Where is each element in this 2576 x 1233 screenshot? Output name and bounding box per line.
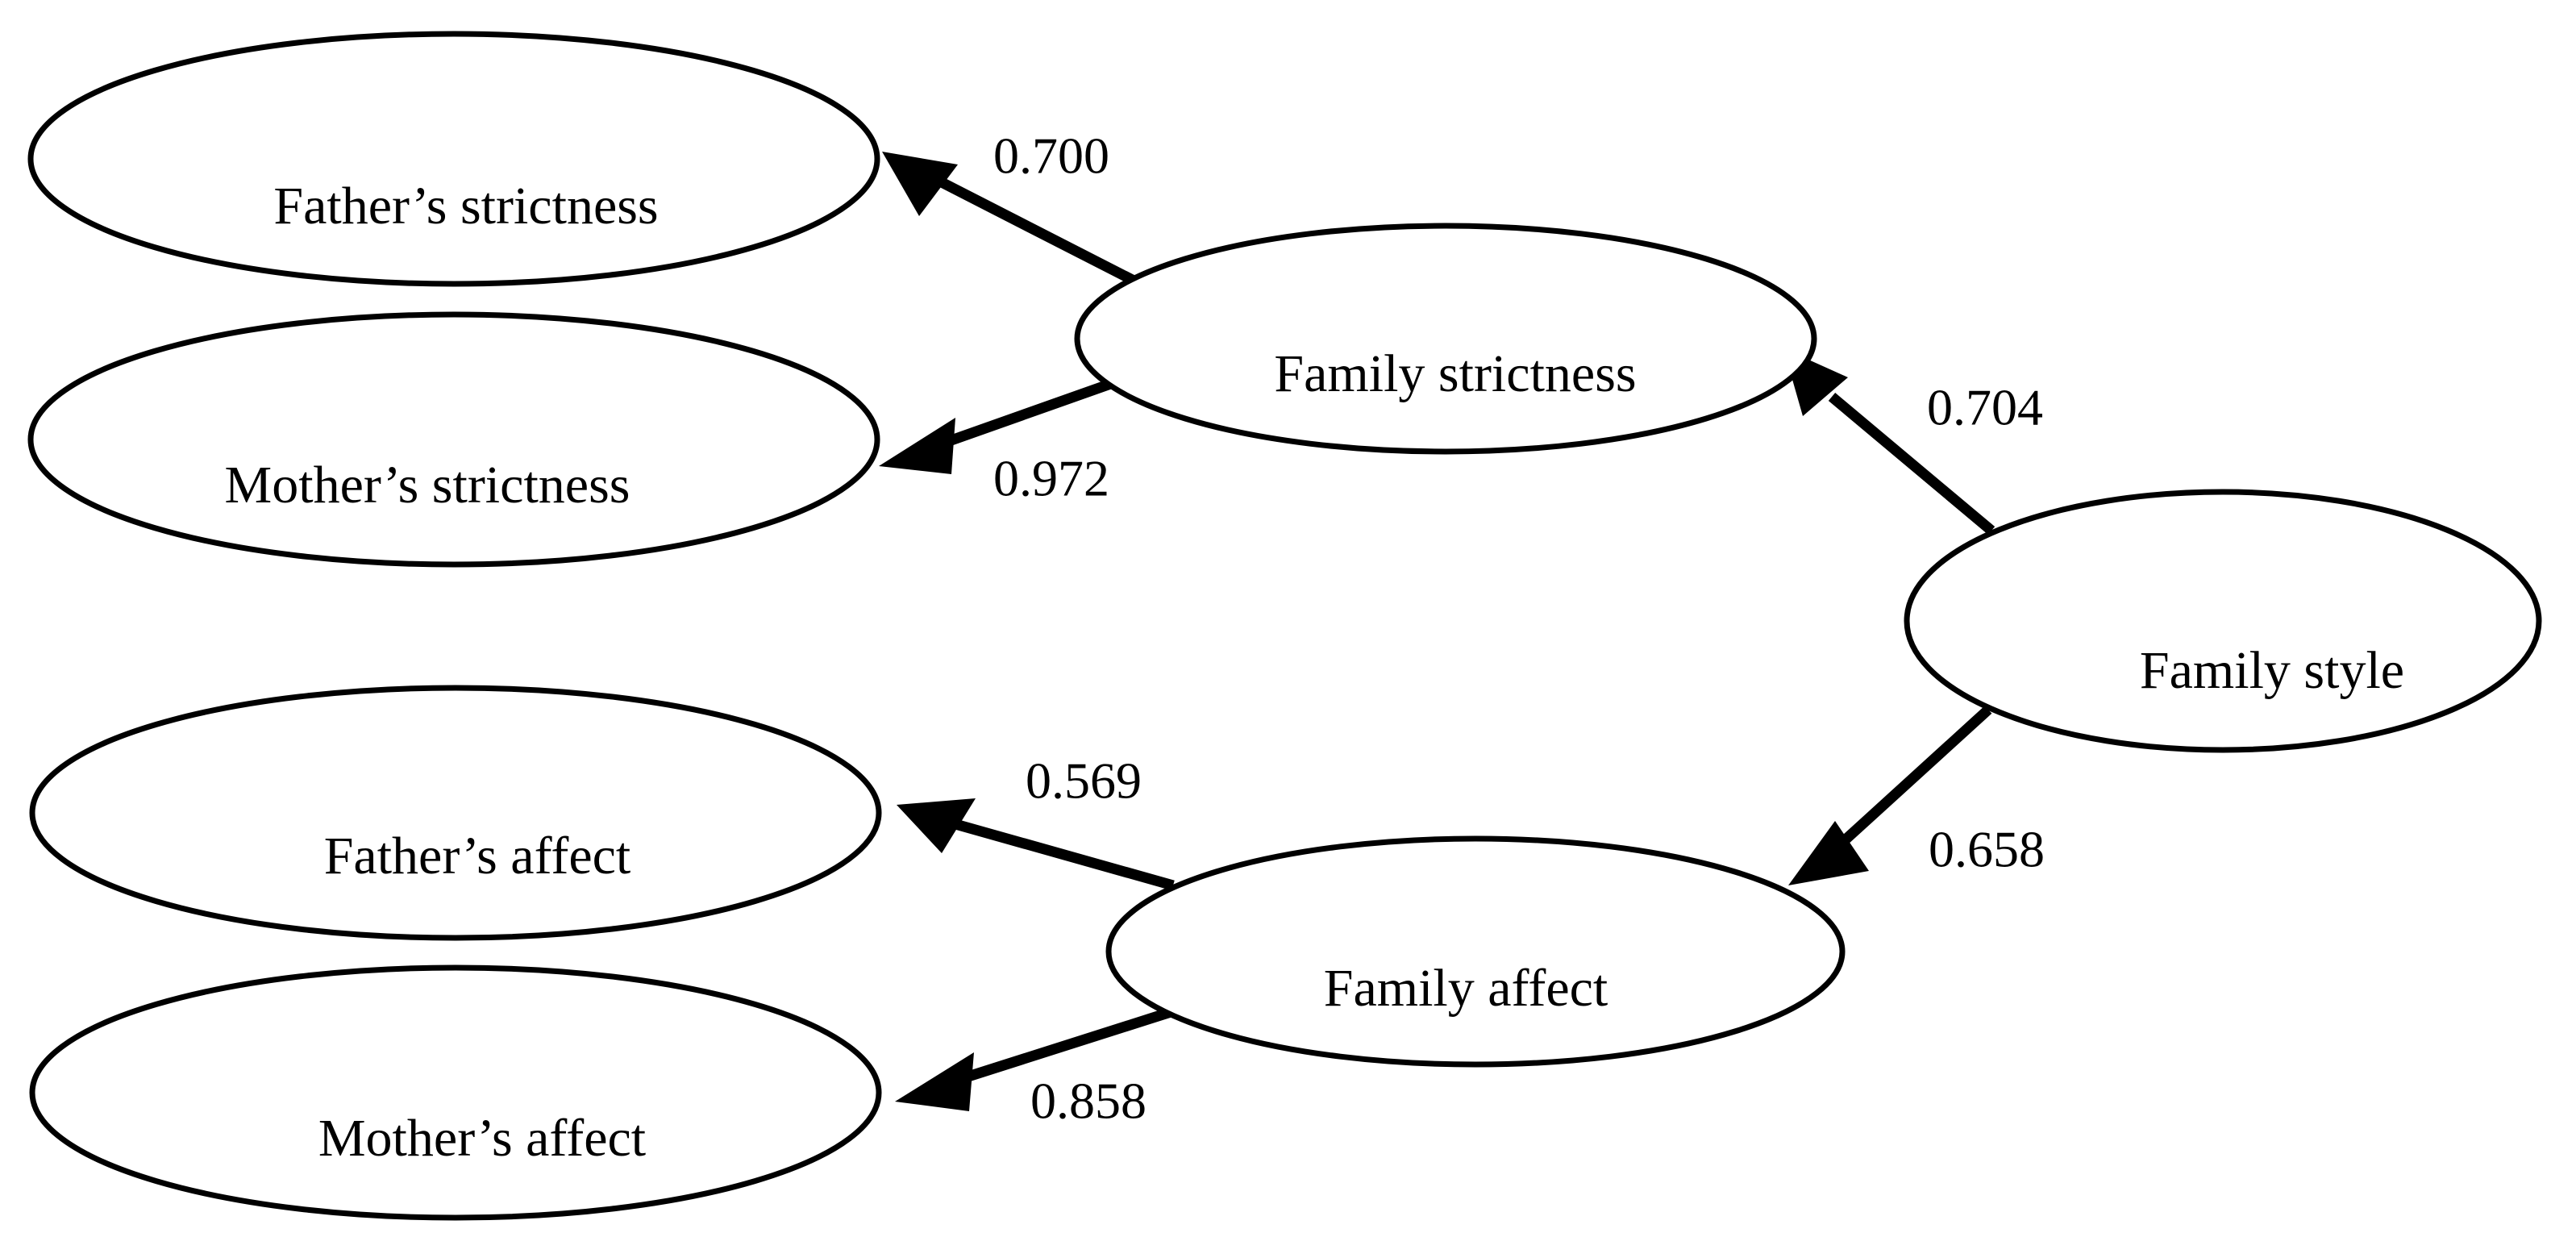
node-father-strictness[interactable]: Father’s strictness (27, 31, 880, 287)
edge-label-0569: 0.569 (1026, 752, 1142, 810)
node-ellipse-shape (27, 311, 880, 568)
edge-family-strictness-to-father-strictness[interactable]: 0.700 (882, 127, 1147, 291)
arrowhead-icon (879, 418, 955, 474)
node-ellipse-shape (1105, 835, 1846, 1068)
node-ellipse-shape (29, 685, 882, 941)
node-father-affect[interactable]: Father’s affect (29, 685, 882, 941)
edge-label-0700: 0.700 (993, 127, 1109, 185)
edge-line (1828, 393, 1995, 535)
edge-label-0972: 0.972 (993, 450, 1109, 507)
node-label-family-style: Family style (2140, 641, 2404, 700)
node-label-mother-strictness: Mother’s strictness (225, 456, 630, 514)
edge-line (954, 1006, 1172, 1086)
edge-label-0704: 0.704 (1927, 379, 2043, 436)
edge-label-0658: 0.658 (1929, 821, 2045, 878)
arrowhead-icon (882, 152, 958, 216)
edge-line (933, 174, 1147, 291)
node-label-family-strictness: Family strictness (1274, 344, 1636, 403)
node-label-mother-affect: Mother’s affect (318, 1109, 646, 1168)
node-mother-affect[interactable]: Mother’s affect (29, 964, 882, 1221)
edge-label-0858: 0.858 (1030, 1073, 1147, 1130)
edge-line (1841, 706, 1992, 844)
node-family-style[interactable]: Family style (1904, 489, 2542, 753)
edge-family-strictness-to-mother-strictness[interactable]: 0.972 (879, 372, 1131, 507)
edge-family-style-to-family-strictness[interactable]: 0.704 (1783, 348, 2043, 535)
node-ellipse-shape (1904, 489, 2542, 753)
node-ellipse-shape (27, 31, 880, 287)
node-ellipse-shape (1074, 223, 1817, 455)
node-family-affect[interactable]: Family affect (1105, 835, 1846, 1068)
node-label-father-affect: Father’s affect (324, 827, 631, 885)
edge-family-style-to-family-affect[interactable]: 0.658 (1788, 706, 2045, 885)
node-label-family-affect: Family affect (1324, 959, 1608, 1018)
arrowhead-icon (895, 1052, 974, 1111)
edge-family-affect-to-father-affect[interactable]: 0.569 (897, 752, 1175, 891)
node-mother-strictness[interactable]: Mother’s strictness (27, 311, 880, 568)
node-family-strictness[interactable]: Family strictness (1074, 223, 1817, 455)
node-ellipse-shape (29, 964, 882, 1221)
arrowhead-icon (897, 798, 976, 853)
edge-line (954, 819, 1175, 891)
edge-family-affect-to-mother-affect[interactable]: 0.858 (895, 1006, 1172, 1130)
arrowhead-icon (1788, 821, 1869, 885)
edge-line (933, 372, 1131, 452)
node-label-father-strictness: Father’s strictness (273, 177, 658, 235)
